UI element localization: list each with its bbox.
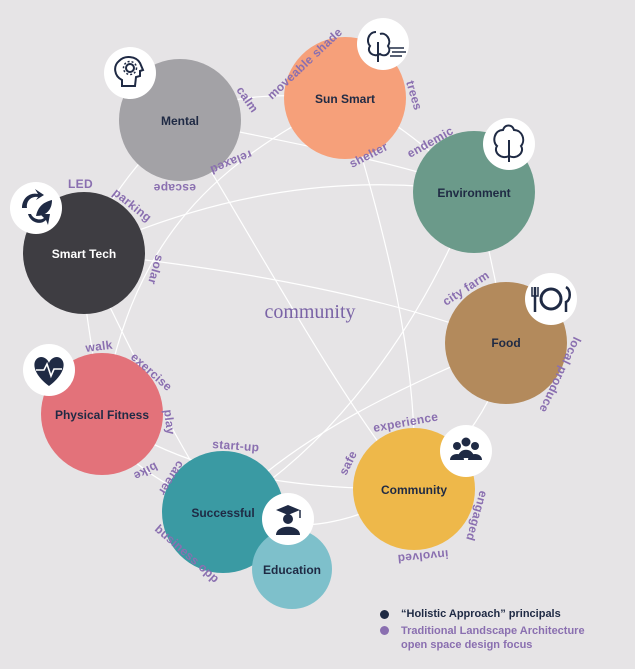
legend-dot-holistic (380, 610, 389, 619)
word-play: play (161, 409, 178, 436)
icon-badges (10, 18, 577, 545)
heart-pulse-icon (23, 344, 75, 396)
label-environment: Environment (437, 186, 510, 200)
node-education (252, 529, 332, 609)
label-successful: Successful (191, 506, 254, 520)
plate-cutlery-icon (525, 273, 577, 325)
head-gear-icon (104, 47, 156, 99)
label-sun-smart: Sun Smart (315, 92, 375, 106)
word-involved: involved (397, 547, 449, 566)
label-education: Education (263, 563, 321, 577)
graduate-icon (262, 493, 314, 545)
people-group-icon (440, 425, 492, 477)
label-mental: Mental (161, 114, 199, 128)
link-sunsmart-fitness (101, 97, 346, 415)
word-walk: walk (84, 338, 114, 355)
label-physical-fitness: Physical Fitness (55, 408, 149, 422)
legend-label-holistic: “Holistic Approach” principals (401, 608, 561, 620)
legend-item-holistic: “Holistic Approach” principals (380, 608, 611, 620)
node-labels: Mental Sun Smart Environment Smart Tech … (52, 92, 521, 577)
legend-dot-traditional (380, 626, 389, 635)
legend: “Holistic Approach” principals Tradition… (380, 608, 611, 656)
tree-icon (483, 118, 535, 170)
node-successful (162, 451, 284, 573)
center-label: community (264, 301, 355, 323)
recycle-leaf-icon (10, 182, 62, 234)
label-smart-tech: Smart Tech (52, 247, 116, 261)
label-food: Food (491, 336, 520, 350)
word-start-up: start-up (212, 437, 260, 454)
node-physical-fitness (41, 353, 163, 475)
label-community: Community (381, 483, 447, 497)
legend-label-traditional: Traditional Landscape Architecture open … (401, 625, 585, 651)
legend-item-traditional: Traditional Landscape Architecture open … (380, 624, 611, 652)
tree-wind-icon (357, 18, 409, 70)
word-escape: escape (153, 181, 196, 195)
word-trees: trees (403, 79, 425, 112)
word-led: LED (68, 177, 93, 191)
